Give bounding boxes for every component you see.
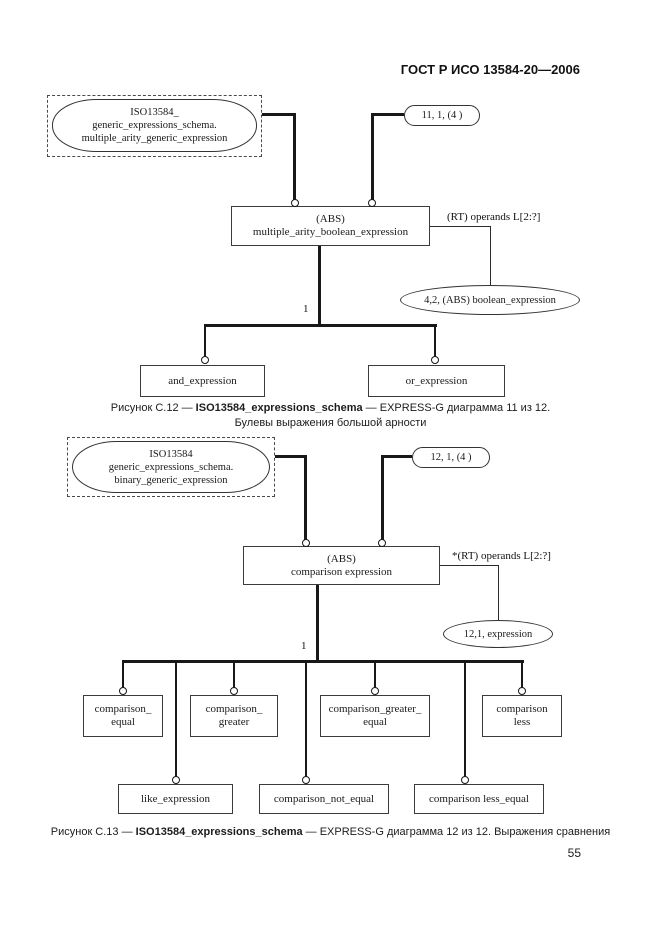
d1-schema-ref-line1: ISO13584_ bbox=[130, 107, 179, 118]
d1-subtype-or-label: or_expression bbox=[405, 374, 468, 387]
d2-subtype-less-equal-label: comparison less_equal bbox=[429, 792, 529, 805]
d1-schema-ref-oval: ISO13584_ generic_expressions_schema. mu… bbox=[52, 99, 257, 152]
d2-drop-greater-equal bbox=[374, 660, 376, 689]
d1-caption-suffix: — EXPRESS-G диаграмма 11 из 12. bbox=[362, 402, 551, 414]
d1-page-ref-oval: 11, 1, (4 ) bbox=[404, 105, 480, 126]
d2-circle-greater-equal bbox=[371, 687, 379, 695]
d2-caption-schema-name: ISO13584_expressions_schema bbox=[135, 826, 303, 838]
d1-connector-pageref-circle bbox=[368, 199, 376, 207]
d2-circle-like bbox=[172, 776, 180, 784]
d1-attribute-label: (RT) operands L[2:?] bbox=[447, 211, 541, 223]
d2-schema-ref-line3: binary_generic_expression bbox=[114, 474, 228, 486]
d1-connector-pageref-h bbox=[372, 113, 404, 116]
d2-attribute-line-v bbox=[498, 565, 499, 621]
d1-page-ref-text: 11, 1, (4 ) bbox=[421, 110, 463, 121]
d1-main-entity-box: (ABS) multiple_arity_boolean_expression bbox=[231, 206, 430, 246]
d2-attribute-label: *(RT) operands L[2:?] bbox=[452, 550, 551, 562]
d2-subtype-equal-line1: comparison_ bbox=[94, 703, 152, 715]
d2-subtype-greater-equal-box: comparison_greater_ equal bbox=[320, 695, 430, 737]
d2-subtype-greater-line1: comparison_ bbox=[205, 703, 263, 715]
d1-subtype-and-label: and_expression bbox=[168, 374, 237, 387]
d2-supertype-line bbox=[316, 585, 319, 662]
d2-schema-ref-line2: generic_expressions_schema. bbox=[108, 461, 234, 473]
d1-caption-line1: Рисунок С.12 — ISO13584_expressions_sche… bbox=[0, 402, 661, 414]
d1-circle-and bbox=[201, 356, 209, 364]
d1-connector-pageref-v bbox=[371, 113, 374, 201]
d2-target-oval-text: 12,1, expression bbox=[463, 628, 533, 640]
d2-subtype-not-equal-box: comparison_not_equal bbox=[259, 784, 389, 814]
d2-circle-greater bbox=[230, 687, 238, 695]
d2-subtype-equal-line2: equal bbox=[111, 716, 135, 728]
d2-page-ref-text: 12, 1, (4 ) bbox=[430, 452, 472, 463]
d1-schema-ref-line3: multiple_arity_generic_expression bbox=[81, 133, 228, 144]
d1-attribute-line-v bbox=[490, 226, 491, 286]
d1-drop-and bbox=[204, 324, 206, 358]
d2-circle-not-equal bbox=[302, 776, 310, 784]
d2-drop-greater bbox=[233, 660, 235, 689]
d2-circle-less bbox=[518, 687, 526, 695]
d2-subtype-not-equal-label: comparison_not_equal bbox=[273, 792, 375, 805]
d2-subtype-like-label: like_expression bbox=[140, 792, 211, 805]
d2-main-entity-box: (ABS) comparison expression bbox=[243, 546, 440, 585]
d2-drop-less-equal bbox=[464, 660, 466, 778]
d2-connector-schema-h bbox=[275, 455, 307, 458]
d1-connector-schema-h bbox=[262, 113, 295, 116]
d2-schema-ref-oval: ISO13584 generic_expressions_schema. bin… bbox=[72, 441, 270, 493]
d1-main-entity-line2: multiple_arity_boolean_expression bbox=[252, 226, 409, 238]
d1-caption-line2: Булевы выражения большой арности bbox=[234, 417, 427, 429]
d2-subtype-less-line2: less bbox=[513, 716, 531, 728]
d2-branch-line bbox=[122, 660, 524, 663]
d1-connector-schema-circle bbox=[291, 199, 299, 207]
d2-attribute-line-h bbox=[440, 565, 498, 566]
d1-interschema-frame bbox=[47, 95, 262, 157]
d2-drop-equal bbox=[122, 660, 124, 689]
d2-subtype-equal-box: comparison_ equal bbox=[83, 695, 163, 737]
d2-main-entity-line1: (ABS) bbox=[327, 552, 356, 565]
d2-subtype-greater-equal-line1: comparison_greater_ bbox=[328, 703, 422, 715]
d2-caption: Рисунок С.13 — ISO13584_expressions_sche… bbox=[0, 826, 661, 838]
d2-connector-pageref-circle bbox=[378, 539, 386, 547]
d2-subtype-greater-box: comparison_ greater bbox=[190, 695, 278, 737]
document-header: ГОСТ Р ИСО 13584-20—2006 bbox=[400, 62, 580, 77]
d2-target-oval: 12,1, expression bbox=[443, 620, 553, 648]
d2-drop-not-equal bbox=[305, 660, 307, 778]
d1-subtype-or-box: or_expression bbox=[368, 365, 505, 397]
d1-target-oval: 4,2, (ABS) boolean_expression bbox=[400, 285, 580, 315]
d2-subtype-less-equal-box: comparison less_equal bbox=[414, 784, 544, 814]
d2-circle-equal bbox=[119, 687, 127, 695]
d1-connector-schema-v bbox=[293, 113, 296, 201]
d1-branch-line bbox=[204, 324, 437, 327]
d2-connector-pageref-v bbox=[381, 455, 384, 541]
d2-subtype-less-line1: comparison bbox=[496, 703, 548, 715]
d2-caption-prefix: Рисунок С.13 — bbox=[50, 826, 136, 838]
d2-main-entity-line2: comparison expression bbox=[290, 565, 393, 578]
d2-interschema-frame bbox=[67, 437, 275, 497]
d1-attribute-line-h bbox=[430, 226, 490, 227]
page-number: 55 bbox=[567, 846, 581, 860]
d2-page-ref-oval: 12, 1, (4 ) bbox=[412, 447, 490, 468]
d2-connector-pageref-h bbox=[382, 455, 412, 458]
d1-target-oval-text: 4,2, (ABS) boolean_expression bbox=[424, 294, 556, 306]
d2-drop-like bbox=[175, 660, 177, 778]
d2-subtype-greater-line2: greater bbox=[218, 716, 250, 728]
d2-drop-less bbox=[521, 660, 523, 689]
d2-connector-schema-v bbox=[304, 455, 307, 541]
d2-circle-less-equal bbox=[461, 776, 469, 784]
d1-main-entity-line1: (ABS) bbox=[316, 213, 345, 225]
d1-supertype-line bbox=[318, 246, 321, 326]
d1-caption-prefix: Рисунок С.12 — bbox=[110, 402, 196, 414]
d2-caption-suffix: — EXPRESS-G диаграмма 12 из 12. Выражени… bbox=[302, 826, 611, 838]
d1-drop-or bbox=[434, 324, 436, 358]
d1-schema-ref-line2: generic_expressions_schema. bbox=[92, 120, 217, 131]
d2-cardinality-label: 1 bbox=[301, 640, 307, 652]
d2-connector-schema-circle bbox=[302, 539, 310, 547]
d2-subtype-less-box: comparison less bbox=[482, 695, 562, 737]
d1-subtype-and-box: and_expression bbox=[140, 365, 265, 397]
d1-cardinality-label: 1 bbox=[303, 303, 309, 315]
d1-circle-or bbox=[431, 356, 439, 364]
d2-subtype-like-box: like_expression bbox=[118, 784, 233, 814]
d2-subtype-greater-equal-line2: equal bbox=[363, 716, 387, 728]
d2-schema-ref-line1: ISO13584 bbox=[149, 448, 193, 460]
d1-caption-schema-name: ISO13584_expressions_schema bbox=[195, 402, 363, 414]
